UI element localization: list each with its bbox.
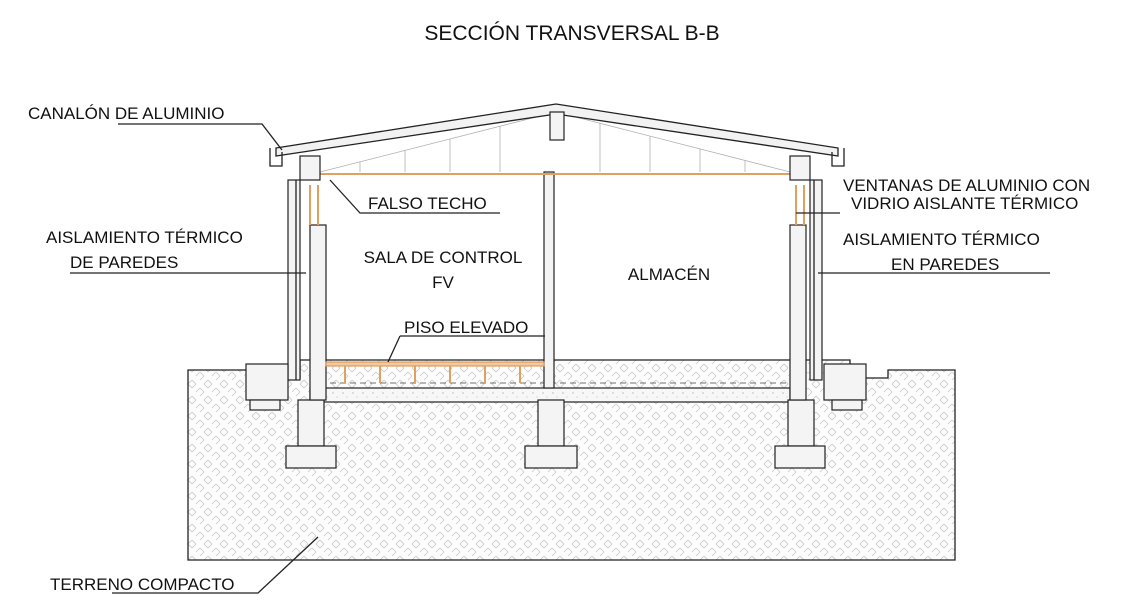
label-aislamiento-der-2: EN PAREDES [891, 255, 999, 274]
partition-wall [543, 171, 555, 389]
label-sala-2: FV [432, 273, 454, 292]
sidewalk-right [823, 363, 867, 411]
label-falso-techo: FALSO TECHO [368, 194, 487, 213]
footing-right [774, 399, 826, 469]
label-almacen: ALMACÉN [628, 265, 710, 284]
label-terreno: TERRENO COMPACTO [50, 575, 235, 594]
label-aislamiento-izq-2: DE PAREDES [70, 253, 178, 272]
footing-center [524, 399, 578, 469]
raised-floor [325, 361, 545, 383]
roof [275, 103, 839, 157]
label-piso-elevado: PISO ELEVADO [404, 318, 528, 337]
label-ventanas-1: VENTANAS DE ALUMINIO CON [843, 176, 1090, 195]
wall-left [287, 179, 327, 401]
sidewalk-left [245, 363, 289, 411]
leader-lines [70, 123, 1050, 594]
drawing-title: SECCIÓN TRANSVERSAL B-B [424, 22, 719, 45]
label-canalon: CANALÓN DE ALUMINIO [28, 104, 225, 123]
wall-right [789, 179, 823, 401]
label-ventanas-2: VIDRIO AISLANTE TÉRMICO [851, 194, 1078, 213]
label-aislamiento-izq-1: AISLAMIENTO TÉRMICO [46, 228, 243, 247]
gutter-right [831, 148, 845, 167]
label-sala-1: SALA DE CONTROL [364, 248, 523, 267]
ridge-beam [549, 111, 565, 141]
label-aislamiento-der-1: AISLAMIENTO TÉRMICO [843, 230, 1040, 249]
gutter-left [269, 148, 283, 167]
footing-left [285, 399, 337, 469]
